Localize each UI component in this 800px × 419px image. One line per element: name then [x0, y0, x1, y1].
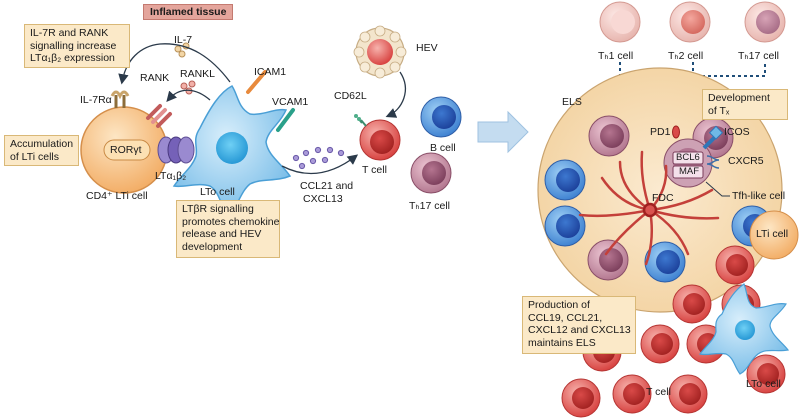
transition-arrow-icon	[477, 110, 529, 154]
production-line-3: CXCL12 and CXCL13	[528, 324, 631, 336]
arrow-hev	[385, 71, 406, 118]
fdc-cell	[578, 150, 720, 266]
cxcr5-label: CXCR5	[728, 155, 764, 167]
pd1-label: PD1	[650, 126, 671, 138]
ccl21-label-1: CCL21 and	[300, 180, 354, 192]
hev-vessel	[353, 25, 407, 79]
tcell-right-label: T cell	[646, 386, 671, 398]
lto-nucleus	[216, 132, 248, 164]
ltbr-line-4: development	[182, 240, 243, 253]
vcam1-molecule	[276, 108, 295, 132]
bcl6-label: BCL6	[676, 152, 700, 163]
accumulation-line-2: of LTi cells	[10, 150, 60, 163]
t-cell-left	[354, 114, 401, 161]
rank-receptor-icon	[146, 104, 172, 128]
inflamed-tissue-tag: Inflamed tissue	[143, 4, 234, 20]
chemokine-dots	[292, 146, 345, 170]
tcell-label-left: T cell	[362, 164, 387, 176]
th17-label-left: Tₕ17 cell	[409, 200, 451, 212]
tfh-pointer-line	[705, 181, 730, 197]
lti-cell	[80, 106, 168, 194]
th17-cell-left	[410, 152, 452, 194]
il7ra-label: IL-7Rα	[80, 94, 112, 106]
accumulation-line-1: Accumulation	[10, 138, 74, 150]
lto-label: LTo cell	[200, 186, 235, 198]
b-cell	[420, 96, 462, 138]
els-label: ELS	[562, 96, 582, 108]
fdc-label: FDC	[652, 192, 674, 204]
il7-label: IL-7	[174, 34, 193, 46]
cd4-lti-label: CD4⁺ LTi cell	[86, 190, 148, 202]
th17-label-right: Tₕ17 cell	[738, 50, 780, 62]
vcam1-label: VCAM1	[272, 96, 309, 108]
development-line-2: of Tₓ	[708, 104, 730, 117]
bcell-label: B cell	[430, 142, 456, 154]
icam1-molecule	[246, 70, 267, 94]
ltbr-line-3: release and HEV	[182, 228, 262, 240]
maf-label: MAF	[679, 166, 700, 177]
rankl-label: RANKL	[180, 68, 216, 80]
development-line-1: Development	[708, 92, 770, 104]
ltbr-line-2: promotes chemokine	[182, 215, 280, 228]
lto-right-label: LTo cell	[746, 378, 781, 390]
tfh-like-label: Tfh-like cell	[732, 190, 786, 202]
cd62l-label: CD62L	[334, 90, 367, 102]
ror-label: RORγt	[110, 144, 142, 156]
th2-cell	[669, 1, 711, 43]
th2-label: Tₕ2 cell	[668, 50, 704, 62]
rank-label: RANK	[140, 72, 170, 84]
icos-label: ICOS	[724, 126, 750, 138]
accumulation-box: Accumulation of LTi cells	[4, 135, 79, 166]
tfh-like-cell	[663, 125, 724, 188]
th1-cell	[599, 1, 641, 43]
il7r-rank-signalling-box: IL-7R and RANK signalling increase LTα₁β…	[24, 24, 130, 68]
ltbr-line-1: LTβR signalling	[182, 203, 254, 215]
production-line-1: Production of	[528, 299, 590, 311]
il7r-box-line-3: LTα₁β₂ expression	[30, 52, 115, 64]
il7r-box-line-1: IL-7R and RANK	[30, 27, 109, 39]
lto-cell-right	[698, 283, 790, 375]
ltbr-signalling-box: LTβR signalling promotes chemokine relea…	[176, 200, 280, 258]
lti-cell-right	[749, 210, 799, 260]
production-box: Production of CCL19, CCL21, CXCL12 and C…	[522, 296, 636, 354]
il7ra-receptor-icon	[110, 90, 130, 108]
production-line-4: maintains ELS	[528, 336, 596, 349]
il7-molecules	[174, 42, 190, 58]
lta1b2-label: LTα₁β₂	[155, 170, 187, 182]
arrow-rankl	[166, 89, 211, 102]
development-box: Development of Tₓ	[702, 89, 788, 120]
lti-right-label: LTi cell	[756, 228, 789, 240]
th1-label: Tₕ1 cell	[598, 50, 634, 62]
icam1-label: ICAM1	[254, 66, 287, 78]
rankl-molecules	[180, 80, 196, 95]
ccl21-label-2: CXCL13	[303, 193, 343, 205]
il7r-box-line-2: signalling increase	[30, 39, 117, 52]
production-line-2: CCL19, CCL21,	[528, 311, 603, 324]
hev-label: HEV	[416, 42, 438, 54]
th17-cell-right	[744, 1, 786, 43]
arrow-chemokine	[281, 154, 359, 175]
lta1b2-trimer-icon	[157, 136, 195, 164]
